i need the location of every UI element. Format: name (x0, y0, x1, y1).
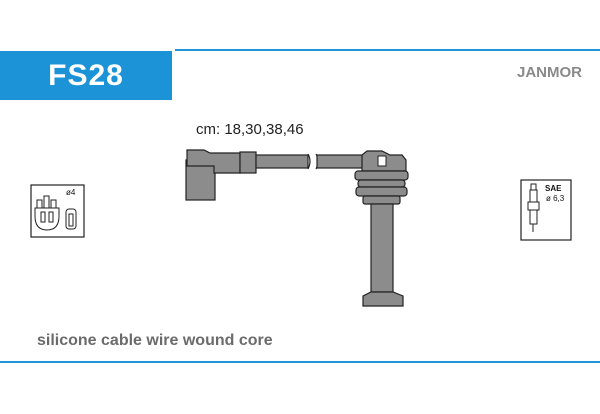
product-code: FS28 (48, 58, 124, 92)
distributor-diameter: ø4 (66, 188, 76, 197)
spark-plug-icon: SAE ø 6,3 (520, 179, 572, 241)
ignition-cable (255, 153, 365, 170)
coil-end-boot (185, 149, 257, 201)
header-rule (175, 49, 600, 51)
plug-standard: SAE (545, 184, 562, 193)
spark-plug-boot (354, 150, 409, 307)
footer-rule (0, 361, 600, 363)
cable-lengths: cm: 18,30,38,46 (196, 121, 304, 138)
product-description: silicone cable wire wound core (37, 332, 273, 349)
product-code-badge: FS28 (0, 51, 172, 100)
brand-name: JANMOR (516, 64, 582, 81)
distributor-cap-icon: ø4 (30, 184, 85, 238)
plug-diameter: ø 6,3 (546, 194, 565, 203)
